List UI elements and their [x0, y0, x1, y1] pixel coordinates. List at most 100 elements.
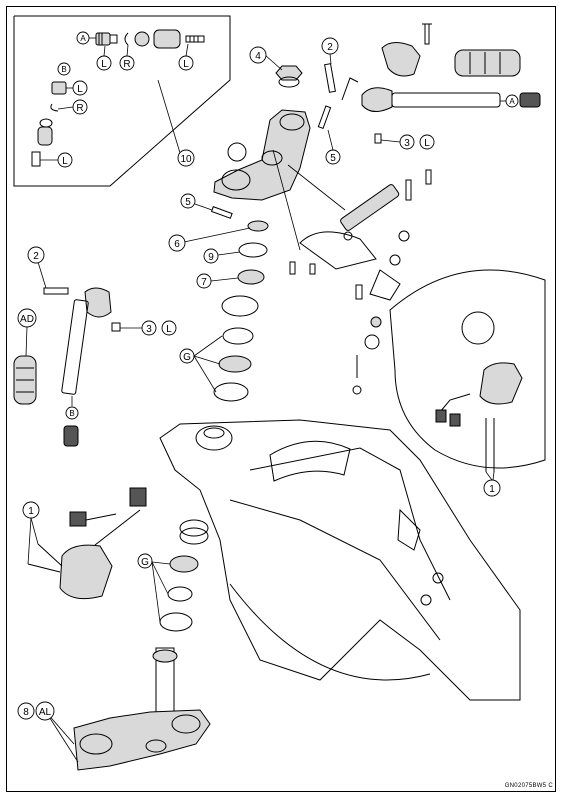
svg-text:5: 5 [330, 153, 336, 164]
svg-text:L: L [166, 324, 172, 335]
svg-text:B: B [69, 409, 74, 418]
callout-A-top: A [76, 31, 90, 45]
figure-code: GN02075BW5 C [504, 783, 553, 789]
callout-8: 8 [17, 702, 35, 720]
grip-sleeve-icon [153, 29, 181, 49]
inset-spacer-icon [37, 118, 53, 146]
upper-bearing-icon [213, 295, 259, 402]
inset-box-10 [13, 15, 231, 187]
callout-4: 4 [249, 46, 267, 64]
left-switch-housing-icon [27, 487, 147, 600]
callout-B-left: B [65, 406, 79, 420]
callout-1-left: 1 [22, 501, 40, 519]
svg-text:3: 3 [404, 138, 410, 149]
svg-text:L: L [101, 59, 107, 70]
callout-L-3: L [72, 80, 88, 96]
callout-1-right: 1 [483, 479, 501, 497]
svg-text:G: G [183, 352, 191, 363]
callout-B-inset: B [57, 62, 71, 76]
svg-text:7: 7 [201, 277, 207, 288]
svg-text:L: L [424, 138, 430, 149]
throttle-grip-icon [454, 49, 521, 77]
inset-circlip-icon [50, 103, 59, 112]
svg-text:2: 2 [327, 42, 333, 53]
svg-text:A: A [80, 34, 86, 43]
callout-L-left: L [161, 320, 177, 336]
callout-L-4: L [57, 152, 73, 168]
clamp-bolt-upper-icon [317, 105, 332, 130]
callout-10: 10 [177, 149, 195, 167]
engine-outline-icon [389, 269, 546, 469]
wire-clip-icon [341, 77, 359, 101]
svg-text:5: 5 [185, 197, 191, 208]
right-switch-housing-icon [435, 362, 523, 472]
callout-7: 7 [196, 273, 212, 289]
svg-text:9: 9 [208, 252, 214, 263]
svg-text:A: A [509, 97, 515, 106]
svg-text:R: R [76, 103, 83, 114]
lower-bearing-icon [159, 519, 209, 632]
clamp-bolt-left-icon [210, 206, 233, 219]
svg-text:AD: AD [20, 314, 34, 325]
callout-L-2: L [178, 55, 194, 71]
callout-2-top: 2 [321, 37, 339, 55]
circlip-icon [124, 32, 129, 46]
rubber-spacer-icon [134, 31, 150, 47]
stem-nut-7-icon [237, 269, 265, 285]
screw-left-icon [111, 322, 121, 332]
screw-right-icon [374, 133, 382, 144]
callout-5-top: 5 [325, 149, 341, 165]
right-handlebar-icon [361, 87, 541, 112]
grip-end-plug-icon [95, 32, 118, 46]
svg-text:L: L [77, 84, 83, 95]
left-end-plug-icon [63, 425, 79, 447]
callout-L-top: L [419, 134, 435, 150]
svg-text:2: 2 [33, 251, 39, 262]
left-handlebar-icon [61, 287, 112, 395]
svg-text:R: R [123, 59, 130, 70]
svg-text:L: L [62, 156, 68, 167]
callout-A-right: A [505, 94, 519, 108]
callout-R-2: R [72, 99, 88, 115]
throttle-case-icon [381, 23, 432, 77]
lock-washer-icon [247, 220, 269, 232]
handlebar-bolt-right-icon [324, 63, 336, 93]
inset-parts [31, 29, 205, 167]
figure-frame [6, 6, 556, 792]
svg-text:8: 8 [23, 707, 29, 718]
callout-2-left: 2 [27, 246, 45, 264]
inset-bolt-icon [31, 151, 41, 167]
handlebar-bolt-left-icon [43, 287, 69, 295]
svg-text:1: 1 [28, 506, 34, 517]
main-frame-icon [159, 419, 521, 701]
svg-text:AL: AL [39, 707, 52, 718]
damper-bolts-icon [289, 261, 316, 275]
callout-R-1: R [119, 55, 135, 71]
callout-L-1: L [96, 55, 112, 71]
svg-text:1: 1 [489, 484, 495, 495]
callout-6: 6 [168, 234, 186, 252]
callout-AL: AL [35, 701, 55, 721]
svg-text:L: L [183, 59, 189, 70]
svg-text:3: 3 [146, 324, 152, 335]
callout-9: 9 [203, 248, 219, 264]
washer-9-icon [238, 242, 268, 258]
svg-text:G: G [141, 557, 149, 568]
svg-text:B: B [61, 65, 66, 74]
steering-stem-nut-icon [275, 65, 303, 88]
callout-3-top: 3 [399, 134, 415, 150]
inset-plug-b-icon [51, 81, 67, 95]
weight-bolt-icon [185, 35, 205, 43]
callout-G-upper: G [179, 348, 195, 364]
callout-3-left: 3 [141, 320, 157, 336]
callout-5-left: 5 [180, 193, 196, 209]
callout-G-lower: G [137, 553, 153, 569]
svg-text:6: 6 [174, 239, 180, 250]
steering-damper-icon [299, 169, 432, 395]
svg-text:10: 10 [180, 154, 192, 165]
svg-text:4: 4 [255, 51, 261, 62]
left-grip-icon [13, 355, 37, 405]
upper-triple-clamp-icon [213, 109, 311, 201]
